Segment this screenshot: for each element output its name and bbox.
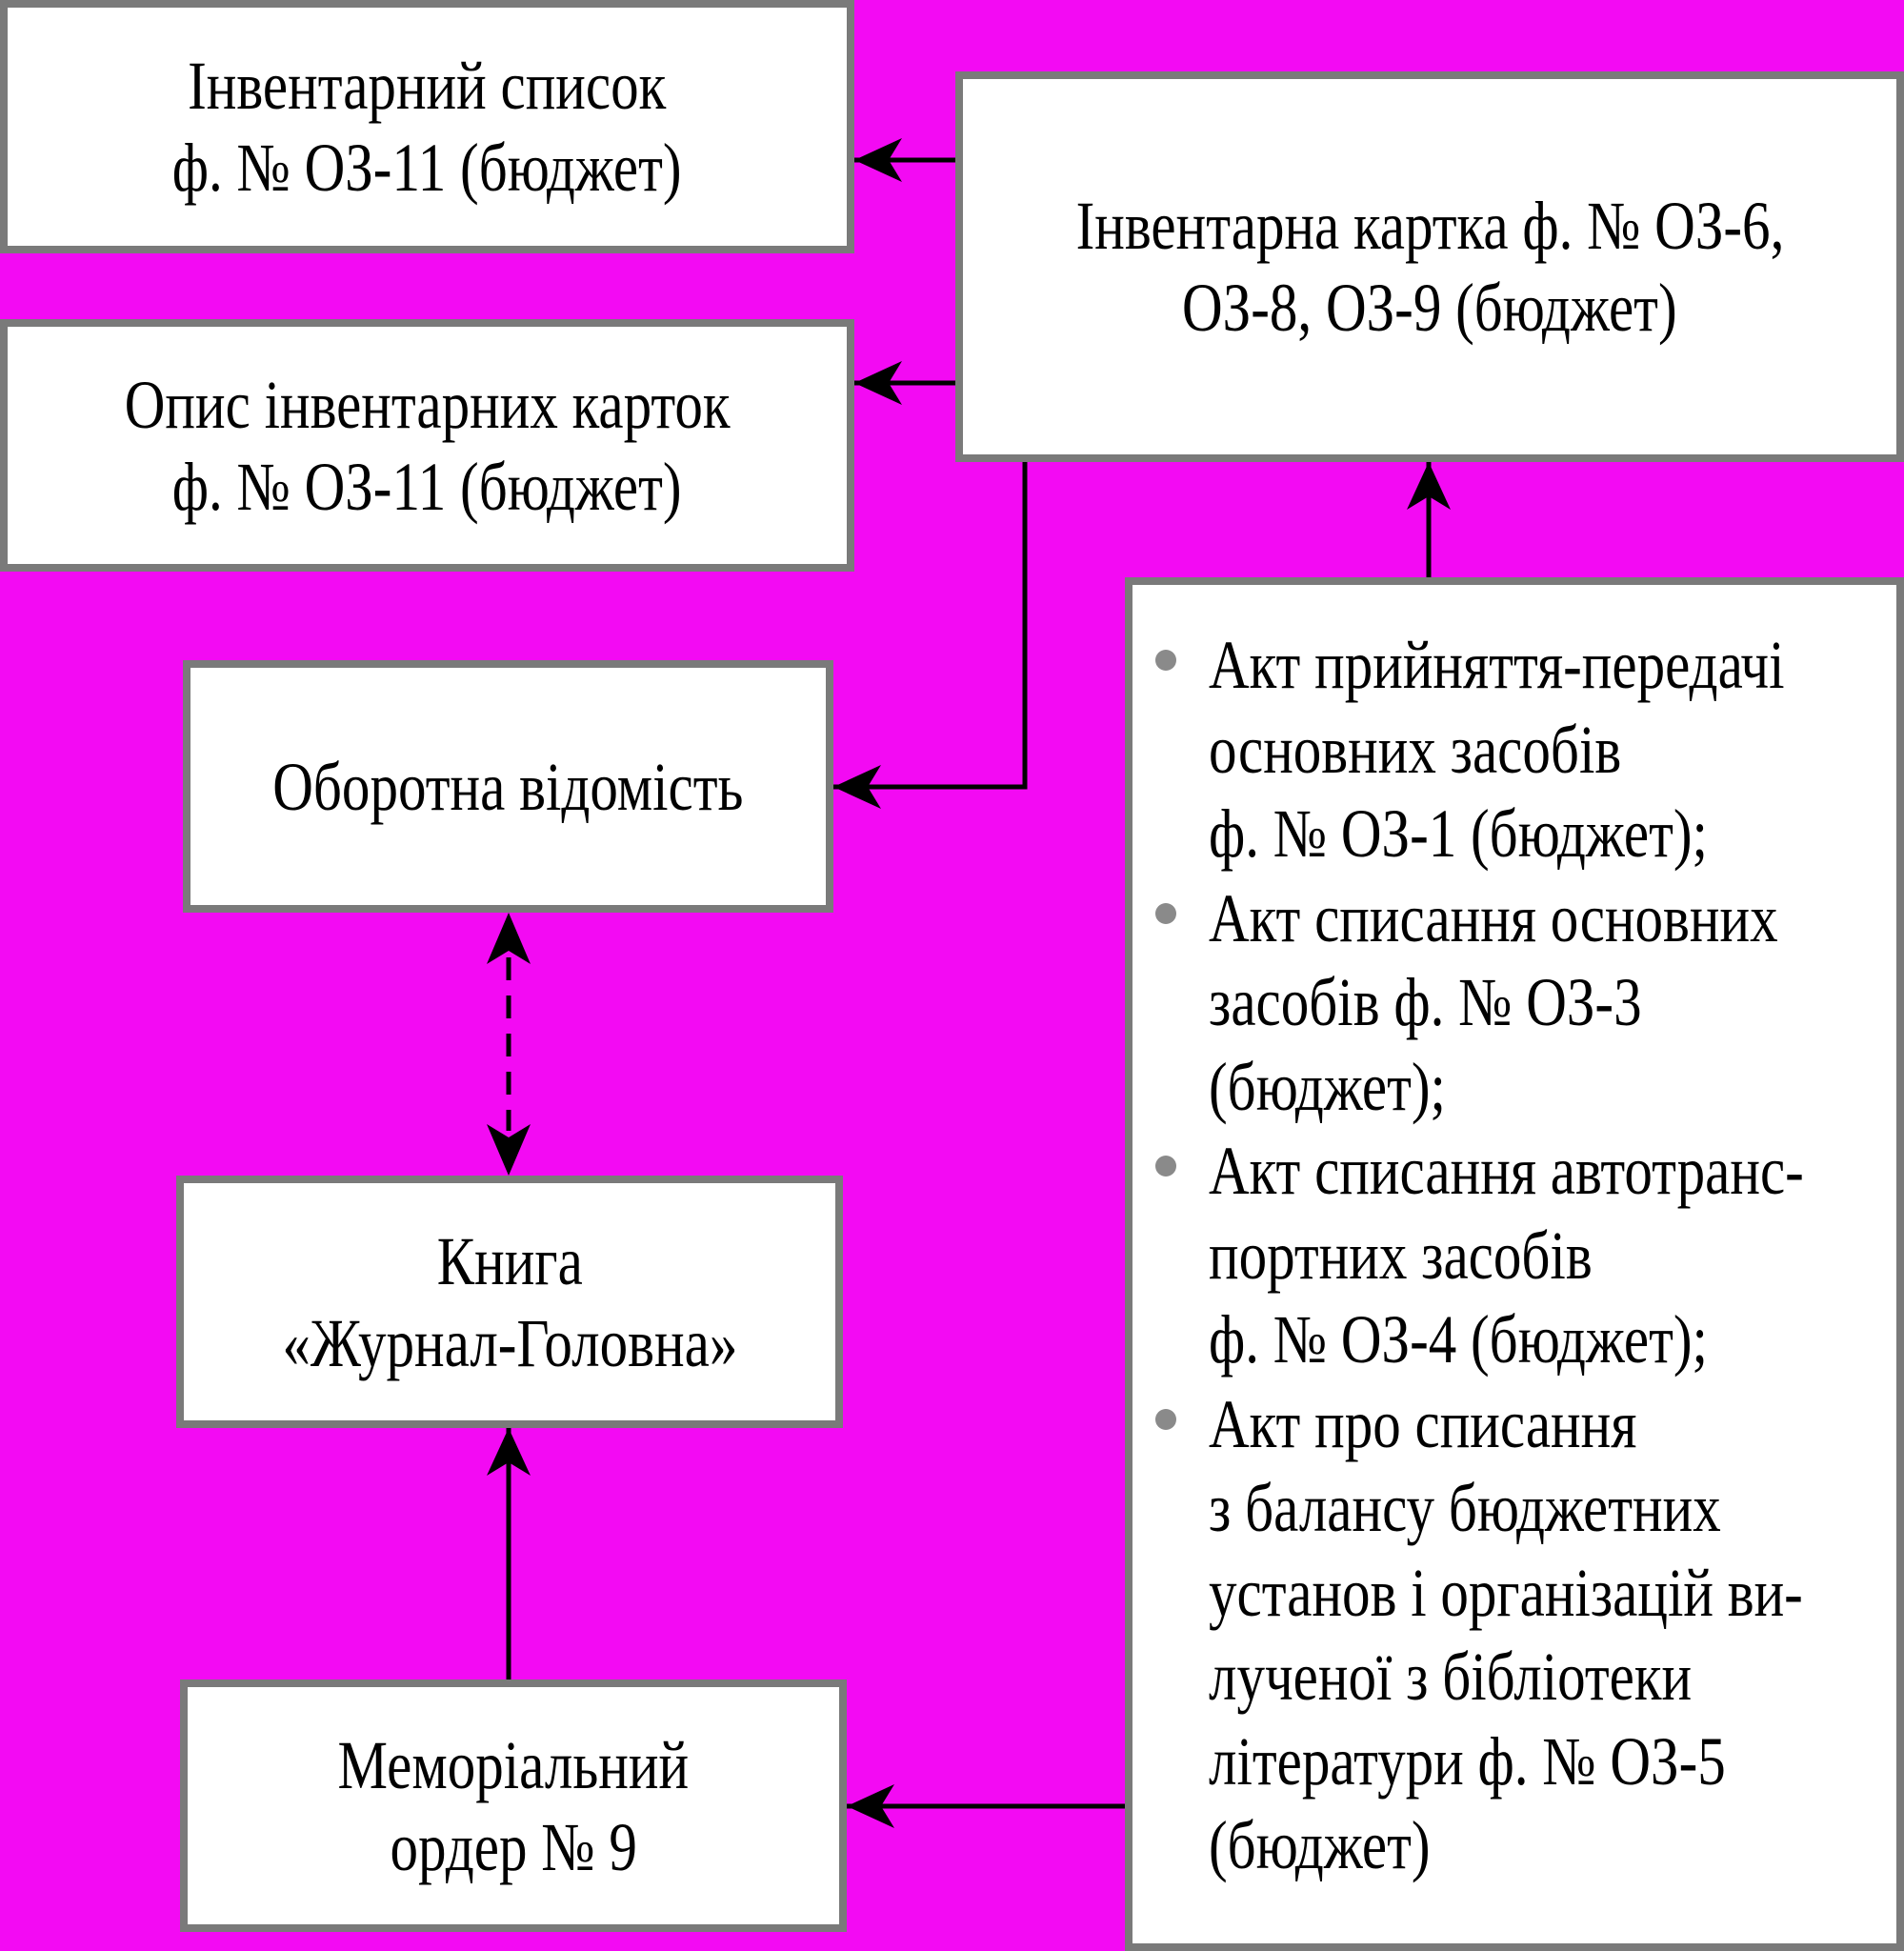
inventory-list-line-2: ф. № ОЗ-11 (бюджет) — [172, 130, 682, 206]
act-oz5-line-4: лученої з бібліотеки — [1209, 1639, 1693, 1715]
act-item-oz1: Акт прийняття-передачі основних засобів … — [1132, 623, 1896, 876]
journal-book-line-1: Книга — [436, 1222, 583, 1299]
act-item-oz4: Акт списання автотранс- портних засобів … — [1132, 1129, 1896, 1382]
turnover-sheet-line-1: Оборотна відомість — [272, 748, 744, 825]
card-description-line-1: Опис інвентарних карток — [124, 366, 731, 443]
act-oz3-line-3: (бюджет); — [1209, 1048, 1446, 1125]
act-oz3-line-2: засобів ф. № ОЗ-3 — [1209, 964, 1642, 1040]
arrowhead-up-turnover — [487, 913, 531, 964]
journal-book-line-2: «Журнал-Головна» — [282, 1304, 737, 1381]
act-item-oz3: Акт списання основних засобів ф. № ОЗ-3 … — [1132, 876, 1896, 1130]
memorial-order-line-1: Меморіальний — [337, 1726, 690, 1803]
bullet-icon — [1155, 1156, 1176, 1177]
inventory-list-box: Інвентарний список ф. № ОЗ-11 (бюджет) — [0, 0, 854, 253]
card-description-line-2: ф. № ОЗ-11 (бюджет) — [172, 448, 682, 525]
act-oz1-line-2: основних засобів — [1209, 711, 1622, 788]
memorial-order-box: Меморіальний ордер № 9 — [180, 1679, 847, 1932]
card-description-box: Опис інвентарних карток ф. № ОЗ-11 (бюдж… — [0, 319, 854, 572]
memorial-order-line-2: ордер № 9 — [390, 1808, 637, 1885]
journal-book-box: Книга «Журнал-Головна» — [176, 1176, 843, 1428]
inventory-card-line-2: ОЗ-8, ОЗ-9 (бюджет) — [1182, 270, 1677, 346]
inventory-card-line-1: Інвентарна картка ф. № ОЗ-6, — [1075, 188, 1784, 264]
act-oz5-line-1: Акт про списання — [1209, 1385, 1637, 1462]
arrow-card-to-turnover-sheet — [833, 462, 1028, 809]
act-oz5-line-5: літератури ф. № ОЗ-5 — [1209, 1722, 1726, 1800]
inventory-list-line-1: Інвентарний список — [188, 48, 667, 124]
act-oz3-line-1: Акт списання основних — [1209, 879, 1778, 956]
act-oz5-line-6: (бюджет) — [1209, 1807, 1431, 1883]
act-oz4-line-2: портних засобів — [1209, 1217, 1593, 1294]
inventory-card-box: Інвентарна картка ф. № ОЗ-6, ОЗ-8, ОЗ-9 … — [955, 71, 1904, 462]
arrowhead-down-journal — [487, 1124, 531, 1176]
act-item-oz5: Акт про списання з балансу бюджетних уст… — [1132, 1382, 1896, 1888]
bullet-icon — [1155, 650, 1176, 671]
act-oz5-line-3: установ і організацій ви- — [1209, 1554, 1803, 1631]
act-oz5-line-2: з балансу бюджетних — [1209, 1470, 1721, 1546]
act-oz1-line-3: ф. № ОЗ-1 (бюджет); — [1209, 795, 1708, 872]
act-oz4-line-1: Акт списання автотранс- — [1209, 1133, 1804, 1209]
bullet-icon — [1155, 902, 1176, 924]
acts-list-box: Акт прийняття-передачі основних засобів … — [1125, 577, 1904, 1951]
turnover-sheet-box: Оборотна відомість — [183, 660, 833, 913]
act-oz4-line-3: ф. № ОЗ-4 (бюджет); — [1209, 1301, 1708, 1378]
act-oz1-line-1: Акт прийняття-передачі — [1209, 627, 1785, 703]
bullet-icon — [1155, 1408, 1176, 1430]
